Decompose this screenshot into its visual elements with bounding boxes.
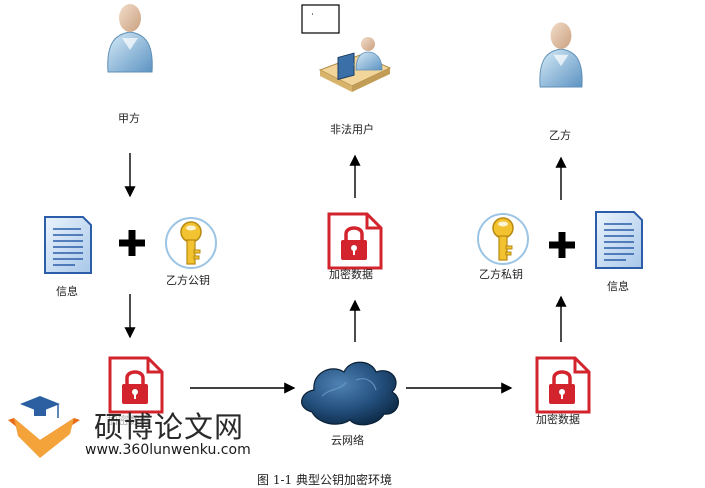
info-right-document-icon bbox=[595, 211, 643, 269]
watermark-logo-icon bbox=[8, 396, 80, 458]
figure-caption: 图 1-1 典型公钥加密环境 bbox=[257, 473, 392, 487]
b-public-key-label: 乙方公钥 bbox=[166, 274, 210, 287]
encrypted-data-mid-label: 加密数据 bbox=[329, 268, 373, 281]
info-left-label: 信息 bbox=[56, 285, 78, 298]
illegal-user-label: 非法用户 bbox=[330, 123, 374, 136]
party-b-label: 乙方 bbox=[549, 129, 571, 142]
cloud-network-icon bbox=[301, 361, 400, 426]
cloud-network-label: 云网络 bbox=[331, 434, 364, 447]
watermark-title: 硕博论文网 bbox=[94, 410, 245, 444]
b-public-key-icon bbox=[165, 217, 217, 269]
encrypted-data-mid-icon bbox=[327, 212, 383, 270]
party-b-person-icon bbox=[539, 21, 583, 88]
encrypted-data-bottom-left-label: 加密数据 bbox=[107, 414, 151, 427]
party-a-person-icon bbox=[107, 3, 153, 73]
encrypted-data-bottom-right-label: 加密数据 bbox=[536, 413, 580, 426]
encrypted-data-bottom-right-icon bbox=[535, 356, 591, 414]
illegal-user-computer-icon bbox=[301, 4, 392, 92]
watermark-url: www.360lunwenku.com bbox=[85, 442, 251, 458]
plus-right-icon bbox=[549, 232, 575, 258]
b-private-key-icon bbox=[477, 213, 529, 265]
info-right-label: 信息 bbox=[607, 280, 629, 293]
party-a-label: 甲方 bbox=[118, 112, 140, 125]
b-private-key-label: 乙方私钥 bbox=[479, 268, 523, 281]
info-left-document-icon bbox=[44, 216, 92, 274]
plus-left-icon bbox=[119, 230, 145, 256]
